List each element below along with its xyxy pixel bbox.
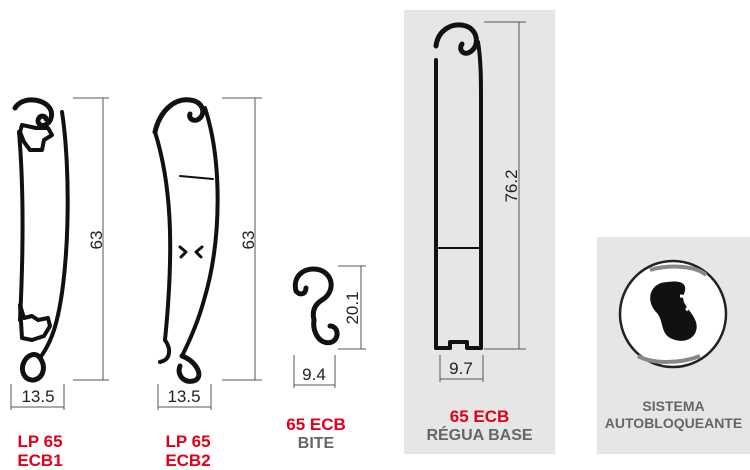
lp65ecb2-name: LP 65 ECB2 xyxy=(165,432,211,470)
profile-bite xyxy=(292,266,340,346)
bite-height-dim: 20.1 xyxy=(343,291,362,324)
dimension-lp65ecb2 xyxy=(157,97,262,410)
profile-regua-base xyxy=(433,22,483,350)
label-lp65ecb2: LP 65 ECB2 xyxy=(148,432,228,470)
regua-base-name: 65 ECB xyxy=(449,407,510,426)
regua-base-height-dim: 76.2 xyxy=(502,169,521,202)
lp65ecb1-height-dim: 63 xyxy=(87,231,106,250)
profile-lp65ecb2 xyxy=(152,97,220,384)
sistema-line2: AUTOBLOQUEANTE xyxy=(604,415,743,431)
regua-base-width-dim: 9.7 xyxy=(449,359,473,378)
regua-base-subname: RÉGUA BASE xyxy=(426,427,533,444)
dimension-lp65ecb1 xyxy=(10,97,109,410)
lp65ecb2-height-dim: 63 xyxy=(239,231,258,250)
bite-name: 65 ECB xyxy=(286,415,346,434)
label-regua-base: 65 ECB RÉGUA BASE xyxy=(404,407,555,445)
profile-lp65ecb1 xyxy=(12,97,70,383)
bite-subname: BITE xyxy=(297,435,335,452)
lp65ecb1-width-dim: 13.5 xyxy=(21,387,54,406)
profiles-drawing: 63 13.5 63 13.5 20.1 9.4 xyxy=(10,21,728,410)
lp65ecb1-name: LP 65 ECB1 xyxy=(17,432,63,470)
bite-width-dim: 9.4 xyxy=(302,365,326,384)
sistema-line1: SISTEMA xyxy=(642,398,705,414)
label-bite: 65 ECB BITE xyxy=(278,415,354,453)
dimension-regua-base xyxy=(439,21,526,382)
label-sistema: SISTEMA AUTOBLOQUEANTE xyxy=(597,398,750,432)
interlocking-profiles-icon xyxy=(618,259,728,369)
label-lp65ecb1: LP 65 ECB1 xyxy=(2,432,78,470)
dimension-bite xyxy=(293,265,366,388)
lp65ecb2-width-dim: 13.5 xyxy=(167,387,200,406)
